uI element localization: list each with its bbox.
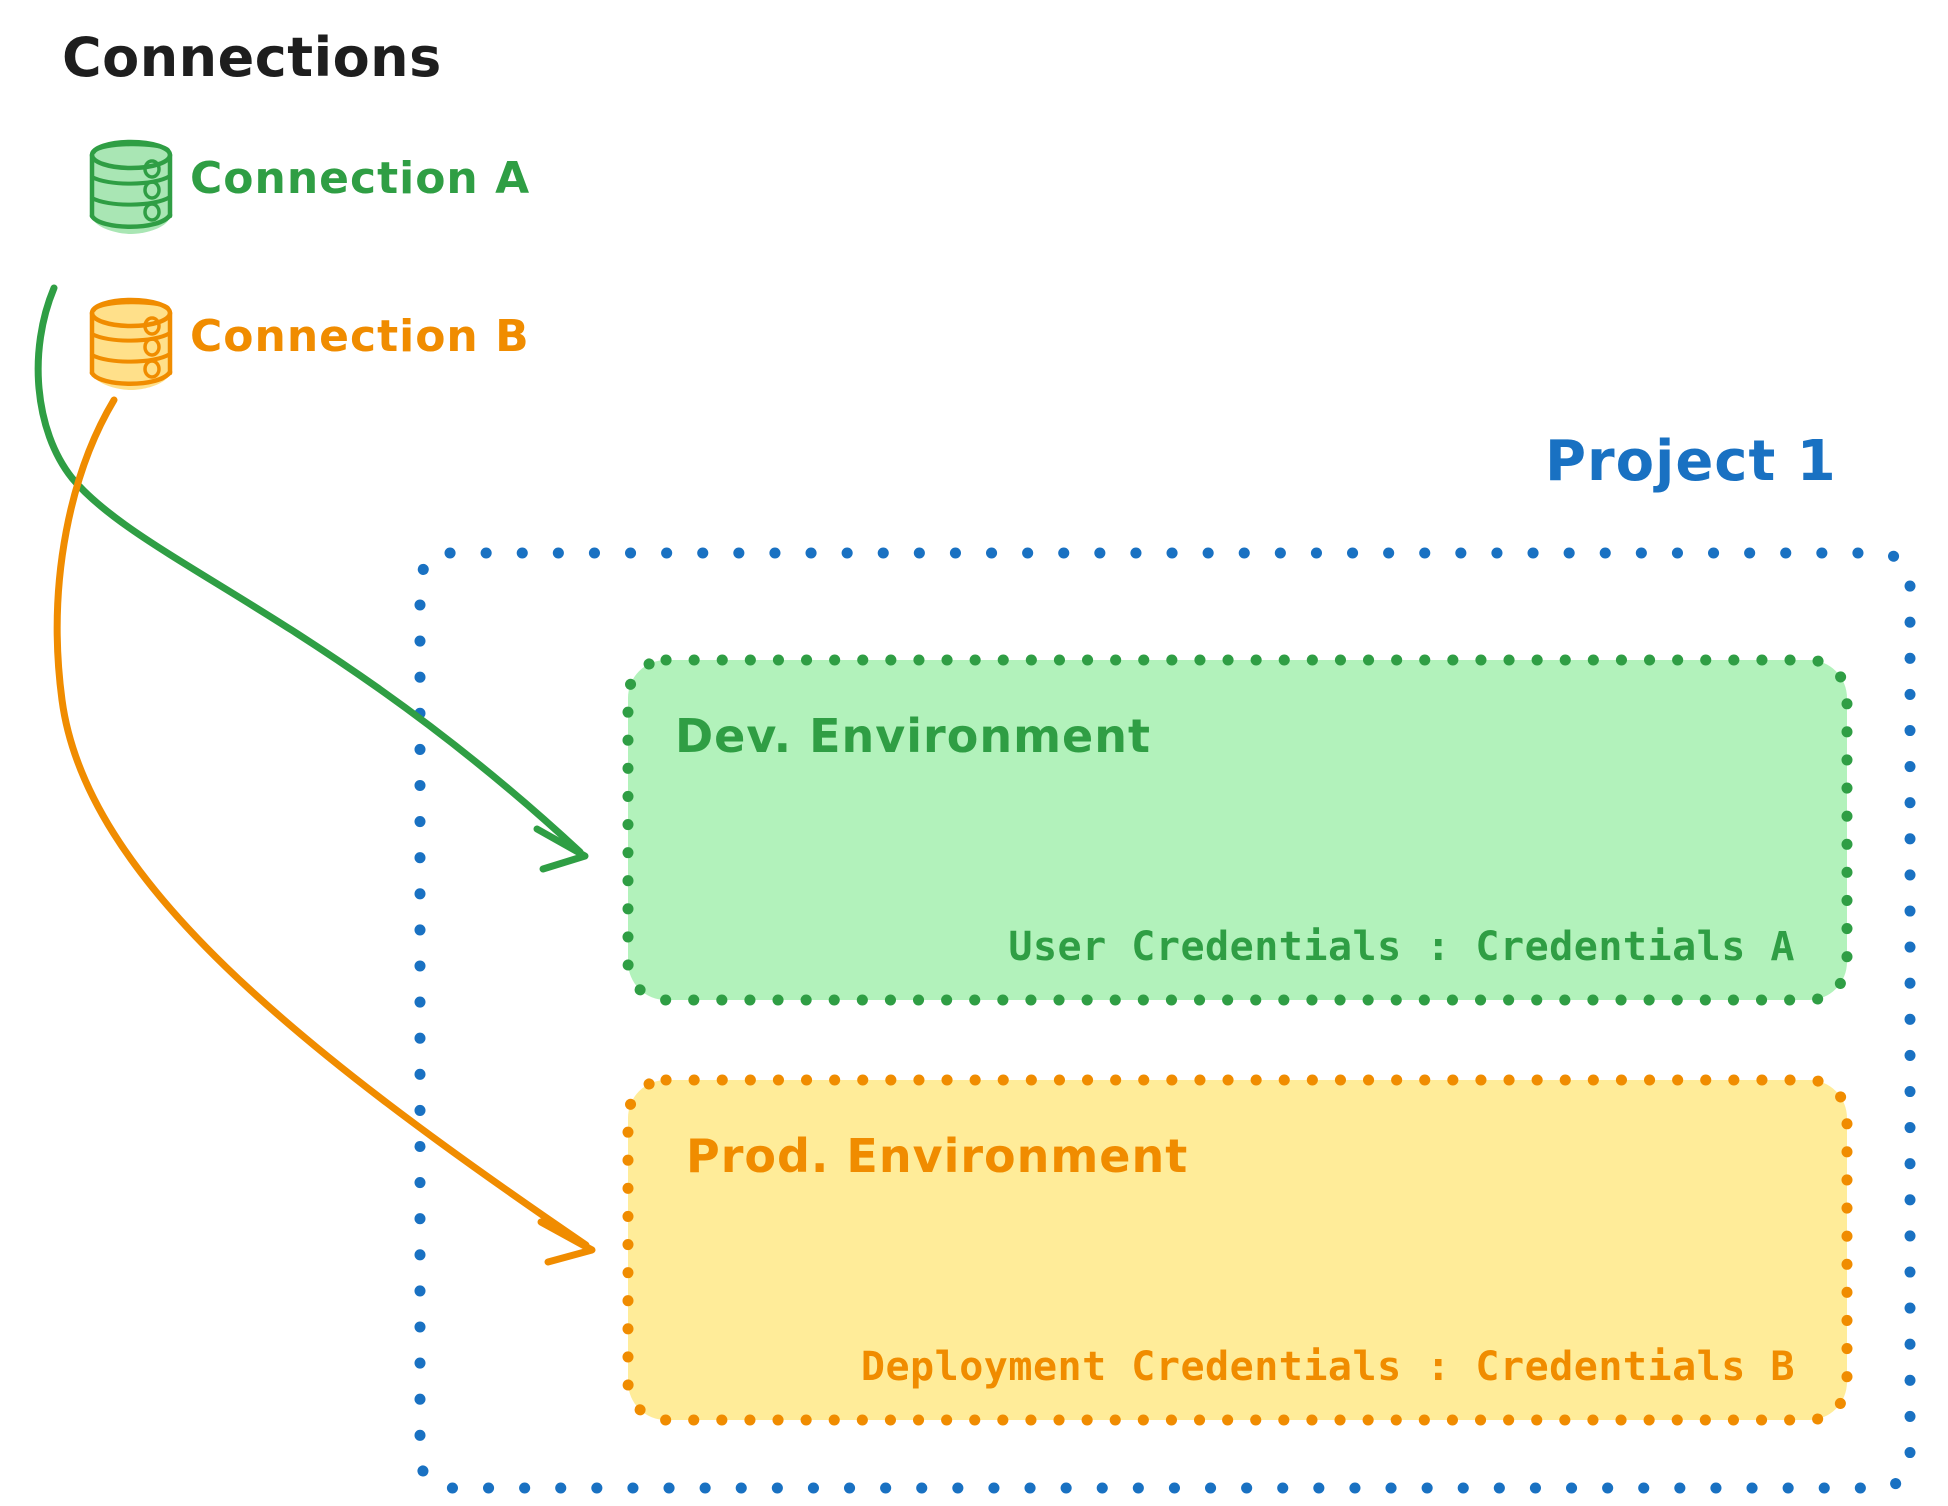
arrow-connection-b-to-prod: [53, 396, 596, 1266]
project-title: Project 1: [1545, 429, 1837, 494]
db-indicator-icon: [143, 180, 161, 200]
connection-a-label: Connection A: [190, 153, 530, 204]
database-cylinder-icon[interactable]: [89, 297, 173, 390]
db-indicator-icon: [143, 202, 161, 222]
prod-environment-title: Prod. Environment: [686, 1129, 1188, 1183]
db-indicator-icon: [143, 159, 161, 179]
arrow-connection-a-to-dev: [34, 284, 589, 873]
prod-environment-box-border[interactable]: [622, 1074, 1853, 1426]
prod-environment-box-fill: [628, 1080, 1847, 1420]
dev-environment-box-border[interactable]: [622, 654, 1853, 1006]
connections-heading: Connections: [62, 26, 442, 89]
db-indicator-icon: [143, 316, 161, 336]
db-indicator-icon: [143, 359, 161, 379]
db-indicator-icon: [143, 337, 161, 357]
dev-environment-title: Dev. Environment: [675, 709, 1151, 763]
dev-environment-box-fill: [628, 660, 1847, 1000]
dev-environment-credentials: User Credentials : Credentials A: [1008, 924, 1795, 970]
project-container-border: [414, 547, 1916, 1494]
connection-b-label: Connection B: [190, 311, 530, 362]
prod-environment-credentials: Deployment Credentials : Credentials B: [861, 1344, 1795, 1390]
database-cylinder-icon[interactable]: [89, 139, 173, 234]
